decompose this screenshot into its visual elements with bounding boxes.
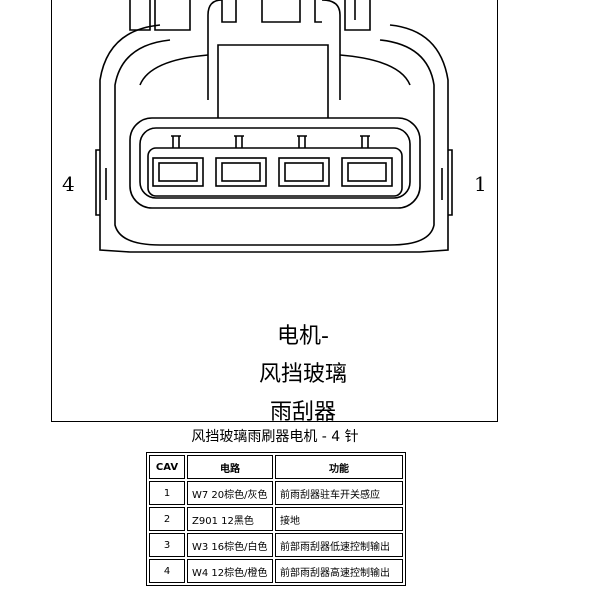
table-row: 1 W7 20棕色/灰色 前雨刮器驻车开关感应	[149, 481, 403, 505]
outer-shell-inner	[114, 39, 435, 246]
latch-tab-left	[129, 0, 151, 31]
right-rib	[448, 149, 453, 216]
terminal-2	[278, 135, 330, 187]
table-row: 2 Z901 12黑色 接地	[149, 507, 403, 531]
plug-face-cavity	[147, 147, 403, 197]
terminal-1	[341, 135, 393, 187]
cell-function: 前雨刮器驻车开关感应	[275, 481, 403, 505]
outer-shell	[99, 24, 449, 253]
plug-face-inner	[139, 127, 411, 199]
header-circuit: 电路	[187, 455, 273, 479]
lock-window	[217, 44, 329, 118]
lock-inner	[221, 0, 322, 23]
pin-number-right: 1	[474, 172, 487, 196]
header-function: 功能	[275, 455, 403, 479]
cell-circuit: Z901 12黑色	[187, 507, 273, 531]
terminal-4	[152, 135, 204, 187]
cell-function: 接地	[275, 507, 403, 531]
latch-tab-right	[344, 0, 371, 31]
left-rib	[95, 149, 100, 216]
latch-tab-left-2	[154, 0, 191, 31]
plug-face-outer	[129, 117, 421, 209]
pinout-table: CAV 电路 功能 1 W7 20棕色/灰色 前雨刮器驻车开关感应 2 Z901…	[146, 452, 406, 586]
cell-cav: 1	[149, 481, 185, 505]
cell-cav: 3	[149, 533, 185, 557]
table-row: 4 W4 12棕色/橙色 前部雨刮器高速控制输出	[149, 559, 403, 583]
diagram-frame	[51, 0, 498, 422]
cell-function: 前部雨刮器高速控制输出	[275, 559, 403, 583]
diagram-label-line-2: 风挡玻璃	[258, 362, 347, 387]
pin-number-left: 4	[62, 172, 75, 196]
cell-cav: 4	[149, 559, 185, 583]
connector-drawing	[95, 0, 453, 253]
cell-cav: 2	[149, 507, 185, 531]
diagram-label-line-3: 雨刮器	[269, 400, 336, 425]
cell-circuit: W7 20棕色/灰色	[187, 481, 273, 505]
shell-curve	[139, 54, 411, 86]
figure-caption: 风挡玻璃雨刷器电机 - 4 针	[191, 429, 359, 445]
table-header-row: CAV 电路 功能	[149, 455, 403, 479]
header-cav: CAV	[149, 455, 185, 479]
diagram-label-line-1: 电机-	[277, 324, 329, 349]
cell-circuit: W3 16棕色/白色	[187, 533, 273, 557]
lock-housing	[207, 0, 341, 100]
terminal-3	[215, 135, 267, 187]
cell-function: 前部雨刮器低速控制输出	[275, 533, 403, 557]
table-row: 3 W3 16棕色/白色 前部雨刮器低速控制输出	[149, 533, 403, 557]
cell-circuit: W4 12棕色/橙色	[187, 559, 273, 583]
